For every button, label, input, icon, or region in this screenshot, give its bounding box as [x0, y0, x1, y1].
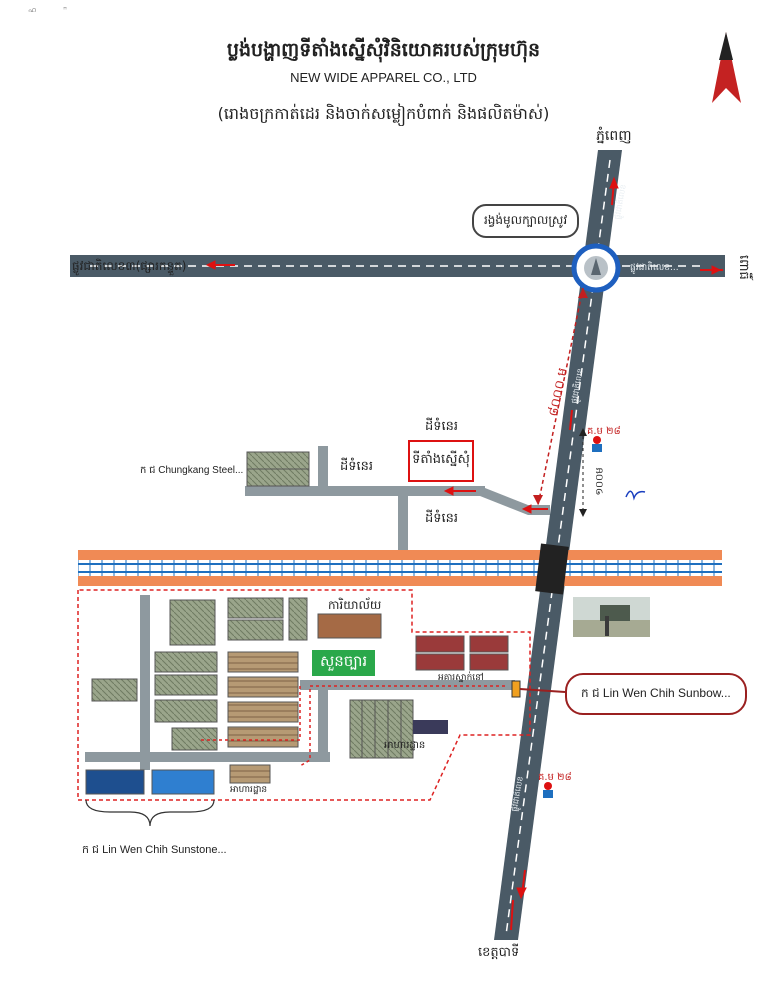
- signature-scribble: [625, 490, 646, 501]
- railway-top: [78, 550, 722, 560]
- national-road-vertical: [494, 150, 622, 940]
- building-brown-cluster: [227, 651, 299, 748]
- railway-crossing: [535, 543, 569, 595]
- title-khmer: ប្លង់បង្ហាញទីតាំងស្នើសុំវិនិយោគរបស់ក្រុម…: [226, 39, 541, 61]
- chungkang-building: [246, 451, 310, 487]
- building-green-cluster: [91, 597, 308, 751]
- subtitle-khmer: (រោងចក្រកាត់ដេរ និងចាក់សម្លៀកបំពាក់ និងផ…: [217, 104, 550, 123]
- km-marker-icon: [592, 436, 602, 452]
- roundabout-icon: [571, 243, 621, 293]
- east-road-tag: ផ្លូវជាតិលេខ...: [630, 263, 679, 273]
- national-road-horizontal: [70, 255, 725, 277]
- garden-label: សួនច្បារ: [312, 650, 376, 676]
- north-arrow-icon: [712, 32, 741, 103]
- site-photo: [573, 597, 650, 637]
- building-warehouse: [349, 699, 448, 759]
- km-marker-north-label: គ.ម ២៨: [587, 426, 621, 437]
- sunstone-label: ក ជ Lin Wen Chih Sunstone...: [82, 844, 227, 856]
- vacant-land-label-2: ដីទំនេរ: [340, 459, 374, 474]
- sunstone-brace: [85, 799, 215, 827]
- title-english: NEW WIDE APPAREL CO., LTD: [290, 70, 477, 85]
- east-label: ពោធិ៍: [736, 255, 751, 280]
- building-blue-2: [151, 769, 215, 795]
- canteen-label: អាហារដ្ឋាន: [230, 785, 268, 795]
- corner-mark-right: ꟸ: [63, 6, 68, 14]
- north-city-label: ភ្នំពេញ: [596, 128, 632, 144]
- warehouse-label: អាហារដ្ឋាន: [384, 740, 426, 751]
- gap-label: ១០០ម: [594, 467, 606, 496]
- dormitory-label: អគារស្នាក់នៅ: [438, 673, 484, 683]
- vacant-land-label-3: ដីទំនេរ: [425, 511, 459, 526]
- corner-mark-left: ഹ: [28, 6, 37, 14]
- office-building: [317, 613, 382, 639]
- sunbow-callout: ក ជ Lin Wen Chih Sunbow...: [565, 673, 747, 715]
- compound-boundary: [77, 589, 531, 801]
- roundabout-callout: រង្វង់មូលក្បាលស្រូវ: [472, 204, 580, 238]
- west-road-label: ផ្លូវជាតិលេខ៣(ផ្សារកន្ទួត): [72, 259, 187, 273]
- gate-icon: [511, 680, 521, 698]
- vacant-land-label-1: ដីទំនេរ: [425, 419, 459, 434]
- building-red-cluster: [415, 635, 509, 671]
- km-marker-icon: [543, 782, 553, 798]
- south-city-label: ខេត្តបាទី: [478, 945, 520, 960]
- office-label: ការិយាល័យ: [328, 598, 382, 612]
- railway-bottom: [78, 576, 722, 586]
- railway-track: [78, 560, 722, 576]
- canteen-building: [229, 764, 271, 784]
- building-blue-1: [85, 769, 145, 795]
- proposed-site-box: ទីតាំងស្នើសុំ: [408, 440, 474, 482]
- km-marker-south-label: គ.ម ២៨: [538, 772, 572, 783]
- chungkang-label: ក ជ Chungkang Steel...: [140, 465, 244, 476]
